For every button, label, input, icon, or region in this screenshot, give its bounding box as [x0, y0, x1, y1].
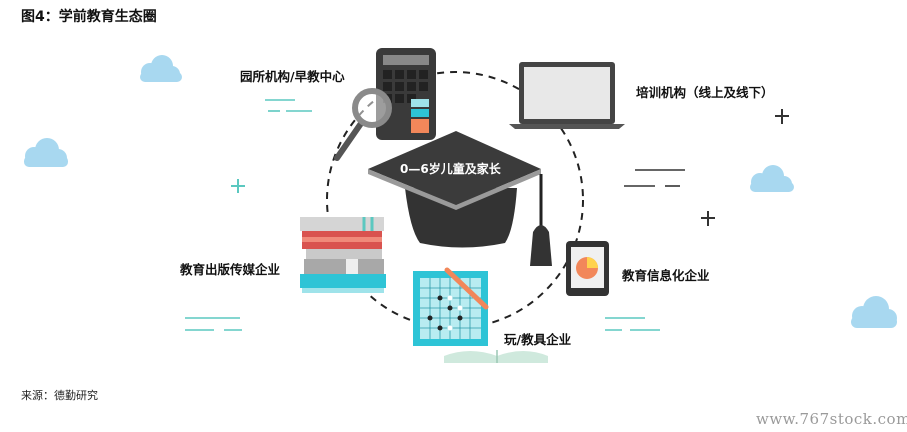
decorative-lines	[185, 99, 660, 331]
node-training: 培训机构（线上及线下）	[636, 85, 774, 100]
cloud-icon	[750, 165, 794, 192]
tablet-icon	[566, 241, 609, 296]
go-board-icon	[413, 267, 548, 363]
plus-icon	[701, 211, 715, 226]
node-toys: 玩/教具企业	[504, 332, 572, 347]
node-publishing: 教育出版传媒企业	[180, 262, 281, 277]
node-it: 教育信息化企业	[622, 268, 710, 283]
cloud-icon	[851, 296, 897, 328]
center-label: 0—6岁儿童及家长	[400, 162, 501, 176]
calculator-icon	[376, 48, 436, 140]
node-kindergarten: 园所机构/早教中心	[240, 69, 345, 84]
source-note: 来源：德勤研究	[21, 389, 98, 402]
plus-icon	[231, 179, 245, 193]
cloud-icon	[24, 138, 68, 167]
plus-icon	[775, 109, 789, 124]
book-stack-icon	[300, 217, 386, 293]
graduation-cap-icon	[368, 131, 552, 266]
cloud-icon	[140, 55, 182, 82]
laptop-icon	[509, 62, 625, 129]
watermark: www.767stock.com	[756, 410, 907, 428]
magnifier-icon	[334, 88, 392, 161]
decorative-lines	[624, 169, 685, 187]
figure-title: 图4：学前教育生态圈	[21, 9, 157, 25]
